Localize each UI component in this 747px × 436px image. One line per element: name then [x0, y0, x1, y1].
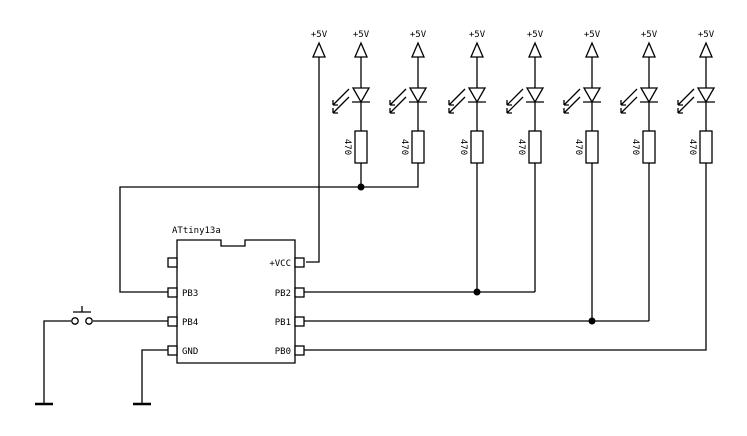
light-arrow-icon-5 — [563, 88, 581, 106]
resistor-icon-7 — [699, 130, 713, 164]
supply-label-2: +5V — [410, 30, 427, 40]
pin-label-pb0: PB0 — [275, 347, 291, 357]
resistor-icon-5 — [585, 130, 599, 164]
resistor-value-7: 470 — [687, 139, 697, 155]
supply-label-6: +5V — [641, 30, 658, 40]
led-diode-icon-5 — [582, 87, 602, 104]
resistor-value-3: 470 — [458, 139, 468, 155]
pin-label-vcc: +VCC — [269, 259, 291, 269]
pin-label-pb1: PB1 — [275, 318, 291, 328]
supply-arrow-icon-6 — [642, 41, 656, 58]
led-channel-4: +5V 470 — [506, 30, 545, 164]
pin-pad-pb1 — [294, 316, 305, 327]
light-arrow-icon-3 — [448, 88, 466, 106]
supply-arrow-icon-3 — [470, 41, 484, 58]
pin-pad-pb4 — [167, 316, 178, 327]
pb3-junction-dot — [357, 183, 365, 191]
light-arrow-icon-7 — [677, 88, 695, 106]
led-diode-icon-1 — [351, 87, 371, 104]
light-arrow-icon-2-6 — [620, 96, 638, 114]
supply-label-3: +5V — [469, 30, 486, 40]
vcc-supply-arrow-icon — [312, 41, 326, 58]
led-channel-7: +5V 470 — [677, 30, 716, 164]
supply-label-4: +5V — [527, 30, 544, 40]
led-channel-3: +5V 470 — [448, 30, 487, 164]
pin-pad-pb0 — [294, 345, 305, 356]
vcc-supply-label: +5V — [311, 30, 328, 40]
chip-body — [176, 239, 296, 364]
chip-ground — [133, 349, 168, 406]
bus-wiring — [119, 163, 707, 351]
led-channel-1: +5V 470 — [332, 30, 371, 164]
switch-ground-wire — [43, 320, 71, 404]
led-channels: +5V 470 +5V 470 +5V 470 +5V 470 +5V 470 +5V 470 +5V 4… — [332, 30, 716, 164]
light-arrow-icon-2-4 — [506, 96, 524, 114]
pb1-junction-dot — [588, 317, 596, 325]
light-arrow-icon-2-2 — [389, 96, 407, 114]
supply-arrow-icon-5 — [585, 41, 599, 58]
switch-contact-right — [85, 317, 93, 325]
light-arrow-icon-2-5 — [563, 96, 581, 114]
supply-arrow-icon-4 — [528, 41, 542, 58]
vcc-supply: +5V — [306, 30, 328, 263]
light-arrow-icon-4 — [506, 88, 524, 106]
pin-pad-vcc — [294, 257, 305, 268]
resistor-value-4: 470 — [516, 139, 526, 155]
supply-arrow-icon-1 — [354, 41, 368, 58]
light-arrow-icon-2 — [389, 88, 407, 106]
light-arrow-icon-2-1 — [332, 96, 350, 114]
light-arrow-icon-2-7 — [677, 96, 695, 114]
resistor-value-2: 470 — [399, 139, 409, 155]
led-channel-5: +5V 470 — [563, 30, 602, 164]
pb2-junction-dot — [473, 288, 481, 296]
led-diode-icon-2 — [408, 87, 428, 104]
led-diode-icon-3 — [467, 87, 487, 104]
resistor-icon-2 — [411, 130, 425, 164]
resistor-icon-1 — [354, 130, 368, 164]
supply-label-7: +5V — [698, 30, 715, 40]
supply-label-1: +5V — [353, 30, 370, 40]
pin-label-pb2: PB2 — [275, 289, 291, 299]
light-arrow-icon-1 — [332, 88, 350, 106]
pin-label-pb4: PB4 — [182, 318, 198, 328]
vcc-wire — [306, 57, 320, 263]
resistor-icon-4 — [528, 130, 542, 164]
pin-pad-pb3 — [167, 287, 178, 298]
supply-arrow-icon-7 — [699, 41, 713, 58]
led-diode-icon-4 — [525, 87, 545, 104]
push-button-switch — [35, 306, 168, 406]
pb0-net-wire — [304, 163, 707, 351]
light-arrow-icon-6 — [620, 88, 638, 106]
gnd-wire — [141, 349, 168, 404]
led-diode-icon-6 — [639, 87, 659, 104]
supply-label-5: +5V — [584, 30, 601, 40]
resistor-icon-6 — [642, 130, 656, 164]
pb3-net-wire — [119, 163, 419, 293]
led-channel-2: +5V 470 — [389, 30, 428, 164]
resistor-value-1: 470 — [342, 139, 352, 155]
switch-contact-left — [71, 317, 79, 325]
pin-label-gnd: GND — [182, 347, 198, 357]
led-diode-icon-7 — [696, 87, 716, 104]
resistor-icon-3 — [470, 130, 484, 164]
pin-pad-pb2 — [294, 287, 305, 298]
pin-label-pb3: PB3 — [182, 289, 198, 299]
chip-name: ATtiny13a — [172, 226, 221, 236]
resistor-value-5: 470 — [573, 139, 583, 155]
led-channel-6: +5V 470 — [620, 30, 659, 164]
resistor-value-6: 470 — [630, 139, 640, 155]
light-arrow-icon-2-3 — [448, 96, 466, 114]
supply-arrow-icon-2 — [411, 41, 425, 58]
pin-pad-gnd — [167, 345, 178, 356]
attiny13a-chip: ATtiny13a PB3 PB4 GND +VCC PB2 PB1 PB0 — [167, 226, 305, 364]
pin-pad-left-1 — [167, 257, 178, 268]
